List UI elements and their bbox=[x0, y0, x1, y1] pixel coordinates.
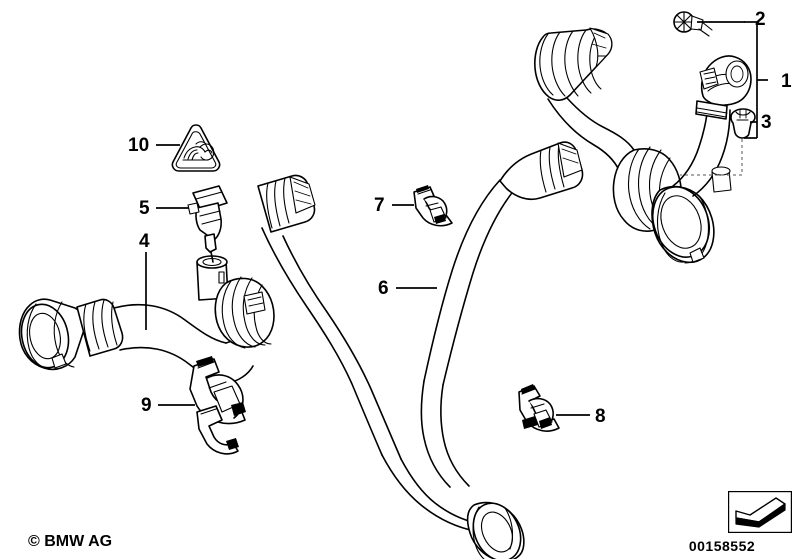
hose-stub-nipple bbox=[711, 166, 732, 193]
hose-retaining-clip-lower bbox=[518, 384, 560, 432]
hose-retaining-clip-upper bbox=[413, 185, 453, 227]
bolt-assembly-dashes bbox=[680, 139, 743, 176]
callout-4: 4 bbox=[139, 231, 150, 252]
hose-cuff-upper-left bbox=[534, 27, 613, 101]
callout-2: 2 bbox=[755, 9, 766, 30]
callout-9: 9 bbox=[141, 395, 152, 416]
callout-5: 5 bbox=[139, 198, 150, 219]
hose-quick-connector bbox=[257, 174, 316, 233]
callout-8: 8 bbox=[595, 406, 606, 427]
3d-arrow-icon bbox=[728, 491, 792, 533]
spring-clamp-clip bbox=[189, 356, 246, 455]
callout-7: 7 bbox=[374, 195, 385, 216]
warning-pictogram bbox=[182, 141, 215, 161]
coolant-temperature-sensor bbox=[187, 185, 228, 263]
copyright-notice: © BMW AG bbox=[28, 533, 113, 550]
bleeder-screw bbox=[673, 11, 713, 37]
callout-10: 10 bbox=[128, 135, 150, 156]
callout-6: 6 bbox=[378, 278, 389, 299]
main-hose-upper-assembly bbox=[534, 27, 752, 264]
part-number-label: 00158552 bbox=[688, 538, 756, 554]
warning-triangle-icon bbox=[171, 124, 221, 172]
upper-return-hose-cuff bbox=[499, 141, 584, 201]
callout-3: 3 bbox=[761, 112, 772, 133]
left-hose-band bbox=[76, 298, 124, 357]
upper-right-fitting bbox=[695, 55, 752, 120]
lower-hose-end-cuff bbox=[466, 501, 525, 559]
long-return-hose bbox=[257, 174, 525, 559]
left-hose-elbow-junction bbox=[214, 276, 275, 349]
leader-lines bbox=[145, 21, 768, 416]
retaining-bolt bbox=[730, 108, 756, 139]
callout-1: 1 bbox=[781, 71, 792, 92]
left-hose-cuff bbox=[18, 298, 86, 371]
upper-return-hose-section bbox=[420, 141, 584, 488]
